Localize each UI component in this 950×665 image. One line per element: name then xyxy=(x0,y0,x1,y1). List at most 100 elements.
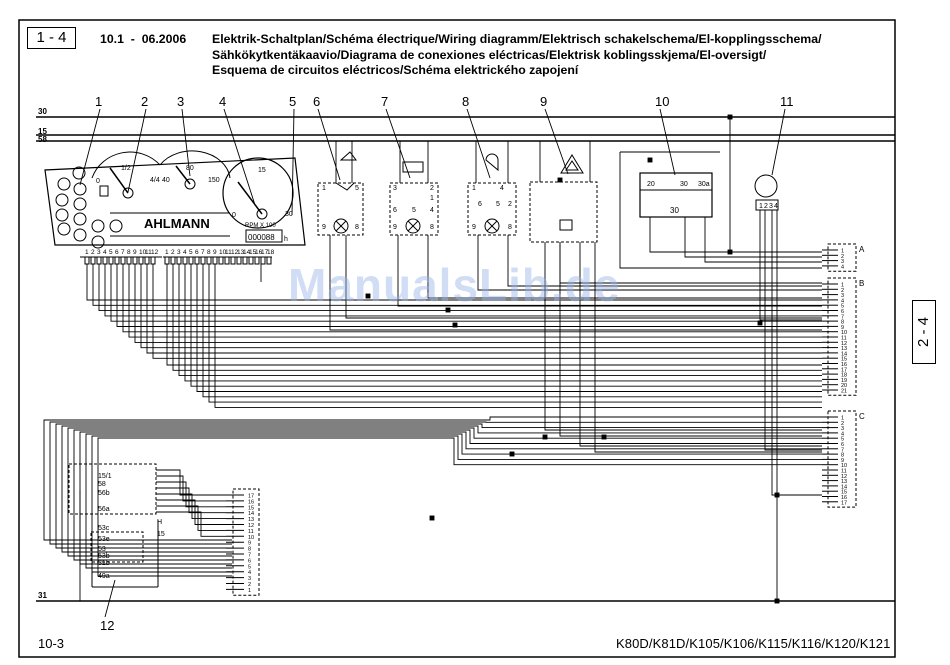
wire xyxy=(166,264,822,366)
side-page-number-box: 2 - 4 xyxy=(912,300,936,364)
motor-term-1: 1 xyxy=(759,203,763,210)
cluster-pin-b xyxy=(230,256,236,265)
cluster-pin-a-label: 10 xyxy=(139,249,147,256)
cluster-pin-b xyxy=(206,256,212,265)
beacon-icon xyxy=(402,161,424,173)
cluster-pin-b-label: 12 xyxy=(231,249,239,256)
sw8-term-1: 1 xyxy=(472,185,476,192)
wire xyxy=(477,235,822,291)
wire-junction xyxy=(647,157,653,163)
temp-high-label: 150 xyxy=(208,177,220,184)
callout-6: 6 xyxy=(313,94,320,109)
left-connector-pin-label: 16 xyxy=(248,499,254,505)
sw7-term-9: 9 xyxy=(393,224,397,231)
cluster-pin-b-label: 8 xyxy=(207,249,211,256)
ign-term-49a: 49a xyxy=(98,573,110,580)
cluster-pin-b xyxy=(254,256,260,265)
wiper-motor-11 xyxy=(754,174,779,211)
sw7-term-6: 6 xyxy=(393,207,397,214)
cluster-pin-b-label: 14 xyxy=(243,249,251,256)
left-connector-pin-label: 6 xyxy=(248,558,251,564)
wire xyxy=(86,264,822,301)
wire xyxy=(759,210,822,321)
connector-pin-label: 18 xyxy=(841,373,847,379)
cluster-pin-a xyxy=(96,256,102,265)
cluster-pin-a xyxy=(120,256,126,265)
connector-pin-label: 4 xyxy=(841,298,844,304)
connector-pin-label: 9 xyxy=(841,458,844,464)
left-connector-pin-label: 17 xyxy=(248,494,254,500)
cluster-pin-b-label: 9 xyxy=(213,249,217,256)
hour-counter-value: 000088 xyxy=(248,233,275,242)
sw7-term-8: 8 xyxy=(430,224,434,231)
footer-model-list: K80D/K81D/K105/K106/K115/K116/K120/K121 xyxy=(616,636,891,651)
cluster-pin-b-label: 3 xyxy=(177,249,181,256)
connector-pin-label: 7 xyxy=(841,314,844,320)
left-connector-pin-label: 7 xyxy=(248,553,251,559)
footer-page-ref: 10-3 xyxy=(38,636,65,651)
left-connector-pin-label: 8 xyxy=(248,547,251,553)
callout-4: 4 xyxy=(219,94,226,109)
connector-pin-label: 13 xyxy=(841,479,847,485)
cluster-pin-a-label: 7 xyxy=(121,249,125,256)
page-number-text: 1 - 4 xyxy=(36,29,67,46)
wire xyxy=(208,264,822,403)
connector-b-label: B xyxy=(859,279,864,288)
wire-junction xyxy=(429,515,435,521)
connector-pin-label: 6 xyxy=(841,309,844,315)
motor-term-3: 3 xyxy=(769,203,773,210)
wire xyxy=(594,242,822,453)
temp-gauge-needle xyxy=(175,165,191,185)
cluster-pin-b xyxy=(260,256,266,265)
connector-pin-label: 14 xyxy=(841,351,847,357)
tacho-mid-label: 15 xyxy=(258,167,266,174)
cluster-pin-b xyxy=(212,256,218,265)
connector-pin-label: 2 xyxy=(841,421,844,427)
connector-pin-label: 4 xyxy=(841,431,844,437)
lamp-icon xyxy=(91,219,105,233)
cluster-pin-b xyxy=(164,256,170,265)
wire xyxy=(91,435,822,573)
wire-junction xyxy=(365,293,371,299)
fuel-pump-icon xyxy=(99,185,109,197)
wire xyxy=(619,152,822,269)
wire xyxy=(704,217,822,263)
title-line-2: Sähkökytkentäkaavio/Diagrama de conexion… xyxy=(212,47,767,62)
lamp-icon xyxy=(57,222,71,236)
connector-pin-label: 11 xyxy=(841,336,847,342)
sw8-term-4: 4 xyxy=(500,185,504,192)
cluster-pin-b xyxy=(194,256,200,265)
callout-3: 3 xyxy=(177,94,184,109)
wire xyxy=(146,264,822,354)
cluster-pin-b-label: 11 xyxy=(225,249,232,256)
cluster-pin-a xyxy=(138,256,144,265)
tachometer-dial xyxy=(222,157,294,229)
wire xyxy=(214,264,822,408)
wire-junction xyxy=(727,249,733,255)
cluster-pin-b xyxy=(236,256,242,265)
wiring-harness xyxy=(43,114,822,604)
connector-pin-label: 12 xyxy=(841,474,847,480)
connector-c-label: C xyxy=(859,412,865,421)
ign-term-53b: 53b xyxy=(98,553,110,560)
cluster-pin-b-label: 7 xyxy=(201,249,205,256)
connector-pin-label: 2 xyxy=(841,254,844,260)
version-date: 10.1 - 06.2006 xyxy=(100,32,187,46)
fuel-mid-label: 1/2 xyxy=(121,165,131,172)
cluster-pin-b xyxy=(200,256,206,265)
lamp-icon xyxy=(57,177,71,191)
connector-pin-label: 12 xyxy=(841,341,847,347)
ign-term-15: 15 xyxy=(157,531,165,538)
sw7-term-1: 1 xyxy=(430,195,434,202)
connector-pin-label: 10 xyxy=(841,330,847,336)
tacho-min-label: 0 xyxy=(232,212,236,219)
connector-pin-label: 15 xyxy=(841,490,847,496)
left-connector-pin-label: 5 xyxy=(248,564,251,570)
lamp-icon xyxy=(91,235,105,249)
cluster-pin-b xyxy=(224,256,230,265)
connector-pin-label: 3 xyxy=(841,426,844,432)
cluster-pin-a xyxy=(114,256,120,265)
